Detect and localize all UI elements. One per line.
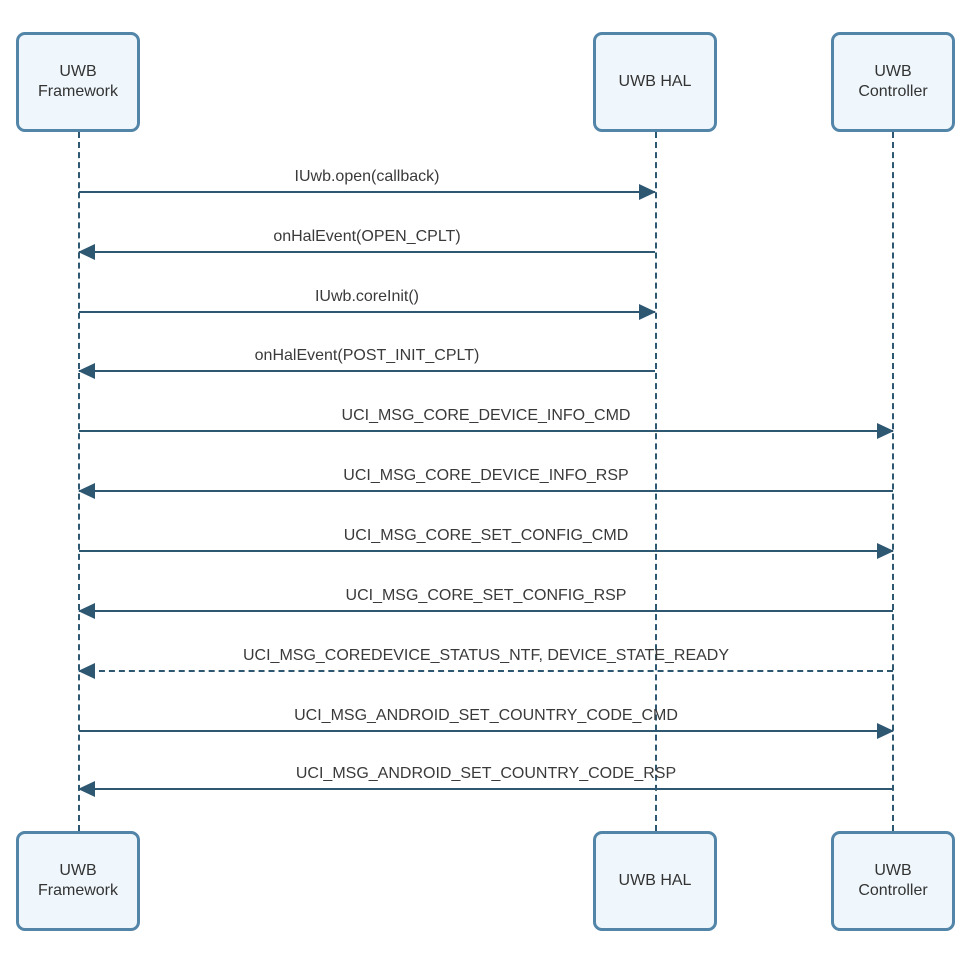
arrowhead-left-icon xyxy=(78,244,95,260)
message-arrow-line xyxy=(78,363,655,379)
arrowhead-right-icon xyxy=(877,543,894,559)
message-arrow-line xyxy=(78,603,893,619)
message-arrow-line xyxy=(78,483,893,499)
message-label: onHalEvent(OPEN_CPLT) xyxy=(273,228,461,245)
lifeline-uwb-framework xyxy=(78,132,80,831)
message-uci-device-status-ntf: UCI_MSG_COREDEVICE_STATUS_NTF, DEVICE_ST… xyxy=(78,646,893,679)
message-label: UCI_MSG_ANDROID_SET_COUNTRY_CODE_RSP xyxy=(295,765,677,782)
message-label: UCI_MSG_ANDROID_SET_COUNTRY_CODE_CMD xyxy=(294,707,678,724)
participant-uwb-hal-bottom: UWB HAL xyxy=(593,831,717,931)
message-label: UCI_MSG_CORE_DEVICE_INFO_RSP xyxy=(343,467,629,484)
participant-label: UWB HAL xyxy=(618,73,692,90)
participant-label: UWB Framework xyxy=(37,862,118,899)
message-iuwb-coreinit: IUwb.coreInit() xyxy=(79,287,656,320)
message-uci-core-set-config-rsp: UCI_MSG_CORE_SET_CONFIG_RSP xyxy=(78,586,893,619)
participant-label: UWB HAL xyxy=(618,872,692,889)
message-label: IUwb.coreInit() xyxy=(314,288,420,305)
participant-uwb-controller-top: UWB Controller xyxy=(831,32,955,132)
message-iuwb-open: IUwb.open(callback) xyxy=(79,167,656,200)
message-label: UCI_MSG_CORE_SET_CONFIG_CMD xyxy=(343,527,629,544)
message-arrow-line xyxy=(79,184,656,200)
arrowhead-left-icon xyxy=(78,483,95,499)
message-onhalevent-open-cplt: onHalEvent(OPEN_CPLT) xyxy=(78,227,655,260)
participant-uwb-hal-top: UWB HAL xyxy=(593,32,717,132)
message-label: UCI_MSG_CORE_SET_CONFIG_RSP xyxy=(345,587,627,604)
message-uci-core-device-info-rsp: UCI_MSG_CORE_DEVICE_INFO_RSP xyxy=(78,466,893,499)
message-label: UCI_MSG_CORE_DEVICE_INFO_CMD xyxy=(341,407,631,424)
message-onhalevent-post-init-cplt: onHalEvent(POST_INIT_CPLT) xyxy=(78,346,655,379)
lifeline-uwb-hal xyxy=(655,132,657,831)
lifeline-uwb-controller xyxy=(892,132,894,831)
message-arrow-line xyxy=(78,781,893,797)
message-arrow-line xyxy=(78,244,655,260)
participant-uwb-framework-bottom: UWB Framework xyxy=(16,831,140,931)
message-uci-android-set-country-code-cmd: UCI_MSG_ANDROID_SET_COUNTRY_CODE_CMD xyxy=(79,706,894,739)
message-uci-android-set-country-code-rsp: UCI_MSG_ANDROID_SET_COUNTRY_CODE_RSP xyxy=(78,764,893,797)
arrowhead-right-icon xyxy=(877,723,894,739)
message-label: IUwb.open(callback) xyxy=(294,168,440,185)
arrowhead-right-icon xyxy=(639,304,656,320)
message-label: onHalEvent(POST_INIT_CPLT) xyxy=(254,347,480,364)
participant-label: UWB Controller xyxy=(858,862,928,899)
arrowhead-right-icon xyxy=(639,184,656,200)
participant-label: UWB Framework xyxy=(37,63,118,100)
participant-uwb-controller-bottom: UWB Controller xyxy=(831,831,955,931)
arrowhead-left-icon xyxy=(78,663,95,679)
participant-label: UWB Controller xyxy=(858,63,928,100)
message-arrow-line xyxy=(79,304,656,320)
arrowhead-right-icon xyxy=(877,423,894,439)
participant-uwb-framework-top: UWB Framework xyxy=(16,32,140,132)
arrowhead-left-icon xyxy=(78,363,95,379)
message-arrow-line xyxy=(79,723,894,739)
message-label: UCI_MSG_COREDEVICE_STATUS_NTF, DEVICE_ST… xyxy=(242,647,730,664)
arrowhead-left-icon xyxy=(78,603,95,619)
message-arrow-line-dashed xyxy=(78,663,893,679)
message-arrow-line xyxy=(79,423,894,439)
message-uci-core-device-info-cmd: UCI_MSG_CORE_DEVICE_INFO_CMD xyxy=(79,406,894,439)
arrowhead-left-icon xyxy=(78,781,95,797)
message-arrow-line xyxy=(79,543,894,559)
message-uci-core-set-config-cmd: UCI_MSG_CORE_SET_CONFIG_CMD xyxy=(79,526,894,559)
